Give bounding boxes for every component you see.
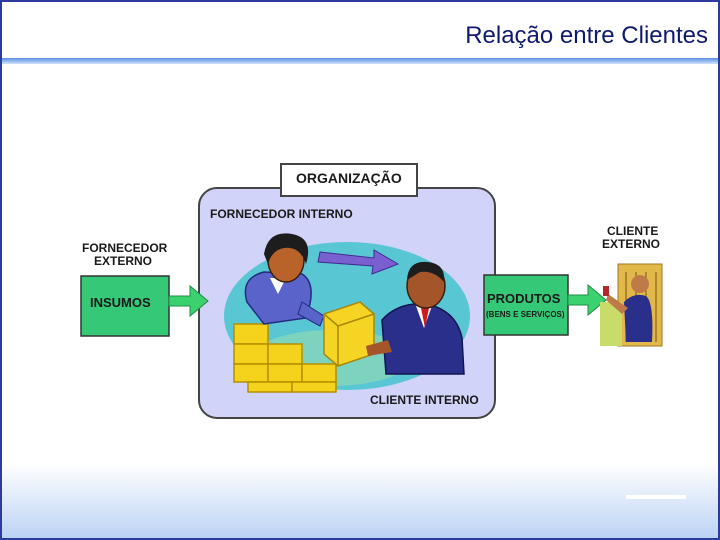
- insumos-label: INSUMOS: [90, 295, 151, 310]
- fornecedor-externo-label-line2: EXTERNO: [94, 254, 153, 268]
- cliente-externo-label-line1: CLIENTE: [607, 224, 659, 238]
- organization-tab: [280, 163, 418, 197]
- product-box: [323, 301, 375, 367]
- produtos-label: PRODUTOS: [487, 291, 561, 306]
- internal-supplier-figure: [244, 233, 325, 327]
- internal-customer-figure: [366, 261, 465, 375]
- organizacao-label: ORGANIZAÇÃO: [296, 170, 402, 186]
- cliente-externo-label-line2: EXTERNO: [602, 237, 661, 251]
- external-customer-illustration: [600, 263, 663, 347]
- page-title: Relação entre Clientes: [465, 22, 708, 49]
- fornecedor-interno-label: FORNECEDOR INTERNO: [210, 207, 353, 221]
- header-rule: [2, 58, 718, 64]
- header: Relação entre Clientes: [2, 2, 718, 58]
- produtos-box: [483, 274, 569, 336]
- cliente-interno-label: CLIENTE INTERNO: [370, 393, 479, 407]
- output-arrow: [567, 283, 607, 317]
- footer-tab: [626, 495, 686, 499]
- produtos-sub-label: (BENS E SERVIÇOS): [486, 310, 565, 319]
- input-arrow: [168, 284, 209, 318]
- fornecedor-externo-label-line1: FORNECEDOR: [82, 241, 168, 255]
- transfer-arrow: [317, 249, 400, 275]
- insumos-box: [80, 275, 170, 337]
- handoff-illustration: [224, 233, 470, 393]
